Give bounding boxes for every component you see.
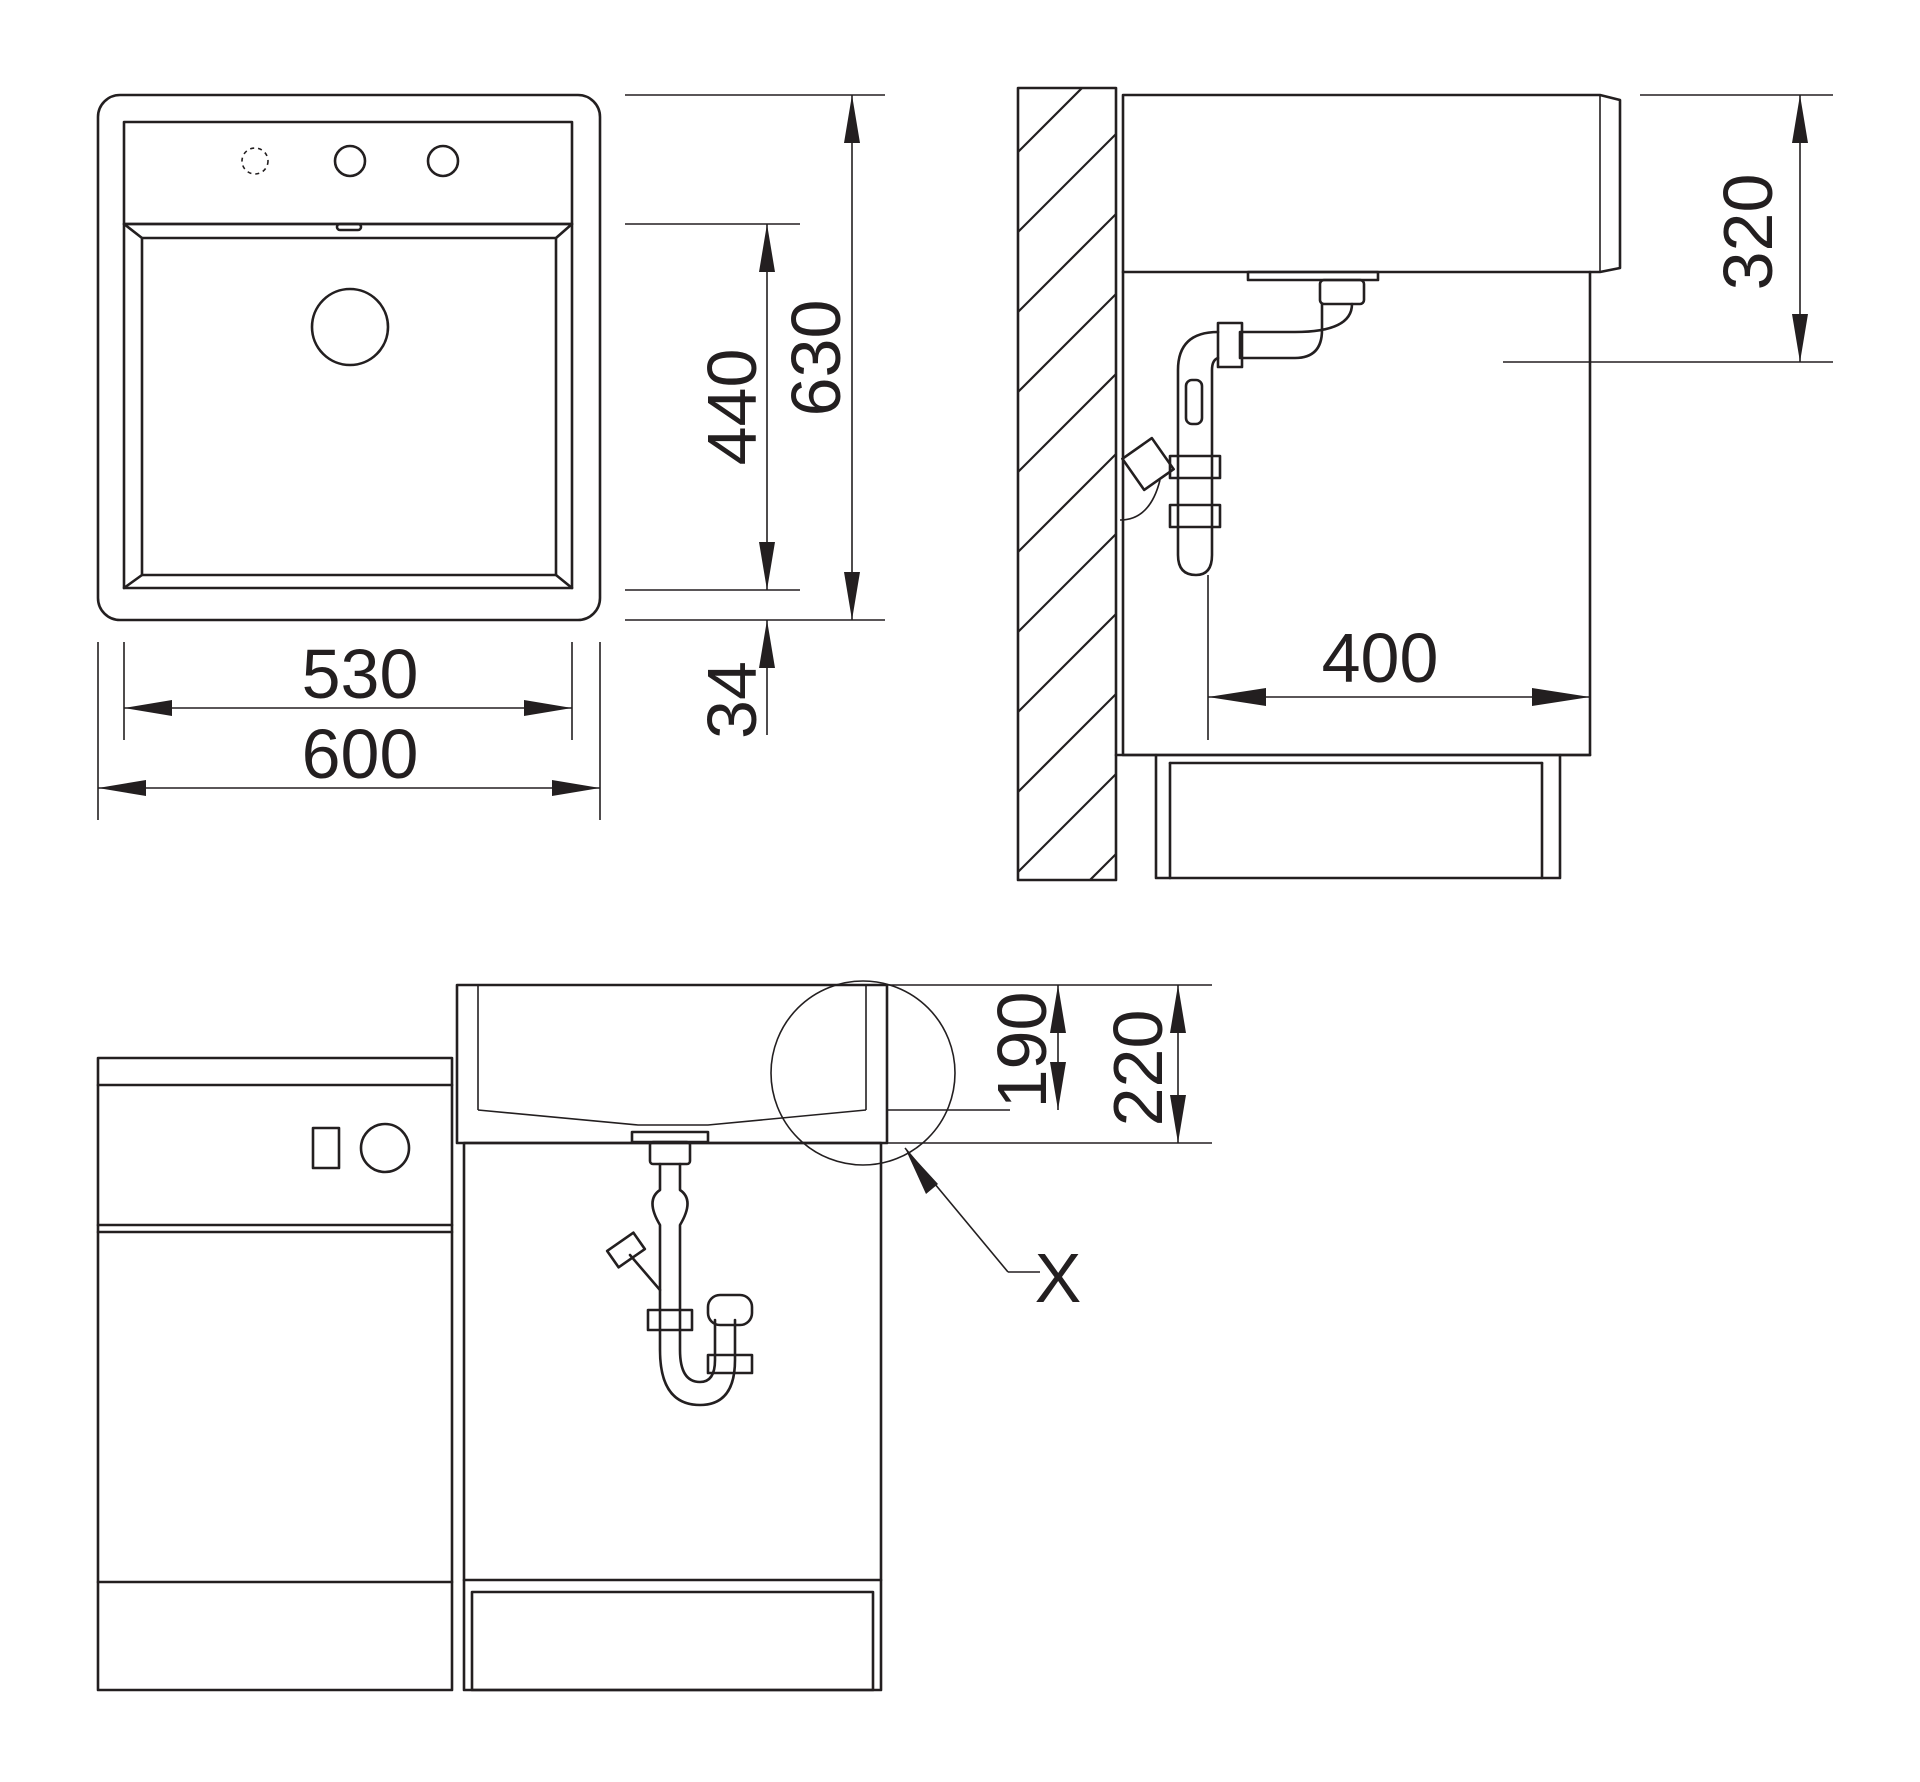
dishwasher-button-icon: [311, 1126, 341, 1170]
dim-label-34: 34: [693, 661, 771, 739]
tap-hole-icon: [333, 144, 367, 178]
dim-label-530: 530: [302, 635, 419, 713]
dim-label-320: 320: [1709, 174, 1787, 291]
cabinet-front: [462, 1141, 883, 1692]
tap-hole-optional-icon: [241, 147, 269, 175]
sink-outer-outline: [96, 93, 602, 622]
dishwasher-knob-icon: [359, 1122, 411, 1174]
dim-label-190: 190: [983, 992, 1061, 1109]
tap-deck: [122, 120, 574, 226]
dim-label-600: 600: [302, 715, 419, 793]
dim-label-440: 440: [693, 349, 771, 466]
siphon-side-icon: [1119, 270, 1380, 577]
sink-front-outline: [455, 983, 889, 1145]
dishwasher: [96, 1056, 454, 1692]
sink-side-outline: [1121, 93, 1622, 274]
tap-hole-icon: [426, 144, 460, 178]
dim-label-400: 400: [1322, 619, 1439, 697]
drain-hole-icon: [310, 287, 390, 367]
detail-circle: [770, 980, 956, 1166]
siphon-front-icon: [605, 1130, 754, 1407]
dim-label-630: 630: [777, 300, 855, 417]
top-view: 530 600 440 630 34: [96, 93, 885, 820]
detail-label-x: X: [1035, 1239, 1082, 1317]
wall: [1016, 86, 1118, 882]
bowl-outline: [122, 222, 574, 590]
side-view: 400 320: [1016, 86, 1833, 882]
front-view: X 190 220: [96, 980, 1212, 1692]
dim-label-220: 220: [1099, 1010, 1177, 1127]
